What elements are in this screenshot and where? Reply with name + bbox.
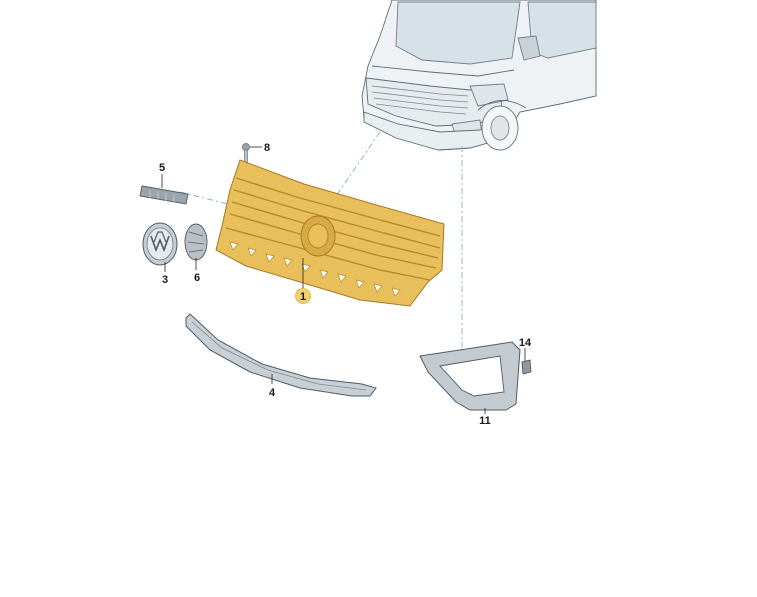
callout-11[interactable]: 11 bbox=[479, 415, 491, 427]
callout-14[interactable]: 14 bbox=[519, 337, 532, 349]
callout-8[interactable]: 8 bbox=[264, 142, 270, 154]
lettering-part bbox=[139, 174, 189, 205]
callout-3[interactable]: 3 bbox=[162, 274, 168, 286]
emblem-part bbox=[142, 222, 178, 272]
callout-5[interactable]: 5 bbox=[159, 162, 165, 174]
fog-lamp-frame-part bbox=[419, 341, 521, 414]
clip-part bbox=[521, 348, 532, 375]
emblem-carrier-part bbox=[184, 223, 208, 270]
van-windshield bbox=[395, 1, 521, 65]
radiator-grille-part bbox=[215, 159, 445, 307]
projection-lines bbox=[179, 131, 463, 352]
trim-strip-part bbox=[185, 313, 377, 397]
callout-1-badge bbox=[295, 288, 311, 304]
callout-6[interactable]: 6 bbox=[194, 272, 200, 284]
callout-1[interactable]: 1 bbox=[300, 291, 306, 303]
van-illustration bbox=[361, 0, 597, 151]
bolt-part bbox=[242, 143, 262, 164]
callout-4[interactable]: 4 bbox=[269, 387, 276, 399]
